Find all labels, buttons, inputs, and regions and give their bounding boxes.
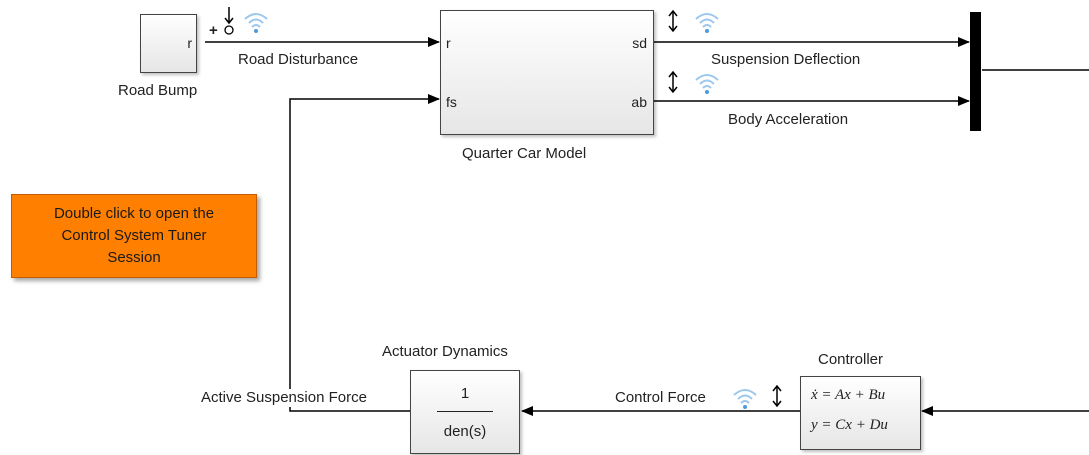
quarter-car-port-fs: fs [446,94,457,110]
note-line-3: Session [107,249,161,266]
quarter-car-port-ab: ab [631,94,647,110]
actuator-dynamics-block[interactable]: 1 den(s) [410,370,520,454]
active-suspension-force-label: Active Suspension Force [199,389,369,407]
control-system-tuner-note[interactable]: Double click to open the Control System … [11,194,257,278]
controller-output-equation: y = Cx + Du [811,417,888,433]
suspension-deflection-label: Suspension Deflection [711,51,861,68]
io-point-icon[interactable] [772,385,782,407]
road-bump-port-r: r [187,35,192,51]
quarter-car-model-block[interactable]: r fs sd ab [440,10,654,135]
actuator-denominator: den(s) [443,423,487,440]
actuator-fraction-bar [437,411,493,412]
active-suspension-force-line[interactable] [289,94,440,412]
road-disturbance-label: Road Disturbance [238,51,359,68]
quarter-car-port-r: r [446,35,451,51]
signal-logging-icon[interactable] [243,8,269,34]
io-point-icon[interactable] [668,71,678,93]
io-point-icon[interactable] [668,10,678,32]
control-force-label: Control Force [615,389,706,406]
signal-logging-icon[interactable] [694,69,720,95]
quarter-car-port-sd: sd [632,35,647,51]
actuator-dynamics-label: Actuator Dynamics [382,343,508,360]
mux-block[interactable] [970,12,981,131]
body-acceleration-label: Body Acceleration [728,111,849,128]
actuator-numerator: 1 [460,385,470,402]
road-bump-label: Road Bump [118,82,198,99]
controller-block[interactable]: ẋ = Ax + Bu y = Cx + Du [800,376,921,450]
note-line-1: Double click to open the [53,205,215,222]
note-line-2: Control System Tuner [61,227,207,244]
signal-logging-icon[interactable] [694,8,720,34]
sum-sign: + [209,22,218,39]
controller-state-equation: ẋ = Ax + Bu [811,387,886,403]
perturbation-input-icon[interactable] [222,6,236,36]
road-bump-block[interactable]: r [140,14,197,73]
controller-label: Controller [818,351,884,368]
signal-logging-icon[interactable] [732,384,758,410]
quarter-car-model-label: Quarter Car Model [462,145,587,162]
